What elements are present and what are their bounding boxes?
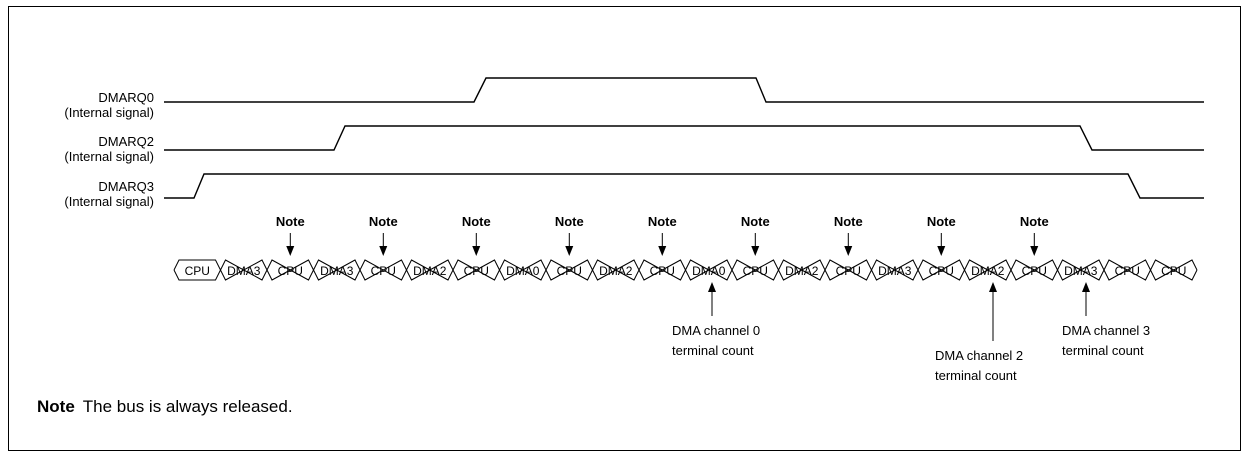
note-label: Note bbox=[462, 214, 491, 229]
note-label: Note bbox=[834, 214, 863, 229]
note-label: Note bbox=[648, 214, 677, 229]
signal-sub-dmarq2: (Internal signal) bbox=[64, 149, 154, 164]
note-arrow-head bbox=[1030, 246, 1039, 256]
bus-cycle-label: DMA0 bbox=[692, 264, 726, 278]
bus-cycle-label: CPU bbox=[1115, 264, 1140, 278]
note-label: Note bbox=[369, 214, 398, 229]
bus-cycle-label: CPU bbox=[185, 264, 210, 278]
note-arrow-head bbox=[844, 246, 853, 256]
tc2-arrow-head bbox=[989, 282, 997, 292]
note-label: Note bbox=[276, 214, 305, 229]
note-arrow-head bbox=[565, 246, 574, 256]
tc0-arrow-head bbox=[708, 282, 716, 292]
bus-cycle-label: CPU bbox=[1022, 264, 1047, 278]
bus-cycle-label: DMA2 bbox=[599, 264, 633, 278]
note-label: Note bbox=[555, 214, 584, 229]
bus-cycle-band: CPU DMA3 CPU DMA3 CPU DMA2 CPU DMA0 CPU DMA2 CPU DM… bbox=[173, 259, 1198, 281]
note-arrow-head bbox=[937, 246, 946, 256]
bus-cycle-label: DMA2 bbox=[785, 264, 819, 278]
tc0-label-line2: terminal count bbox=[672, 343, 754, 358]
note-label: Note bbox=[927, 214, 956, 229]
bus-cycle-label: CPU bbox=[371, 264, 396, 278]
note-arrow-head bbox=[286, 246, 295, 256]
footnote: Note The bus is always released. bbox=[37, 397, 293, 417]
signal-name-dmarq2: DMARQ2 bbox=[98, 134, 154, 149]
waveform-dmarq0 bbox=[164, 77, 1204, 103]
waveform-dmarq2 bbox=[164, 125, 1204, 151]
note-arrow-head bbox=[472, 246, 481, 256]
bus-cycle-label: DMA0 bbox=[506, 264, 540, 278]
footnote-label: Note bbox=[37, 397, 75, 416]
bus-cycle-label: CPU bbox=[743, 264, 768, 278]
note-arrow-head bbox=[751, 246, 760, 256]
note-arrow-head bbox=[379, 246, 388, 256]
bus-cycle-label: DMA3 bbox=[227, 264, 261, 278]
bus-cycle-label: CPU bbox=[836, 264, 861, 278]
tc2-label-line1: DMA channel 2 bbox=[935, 348, 1023, 363]
waveform-dmarq3 bbox=[164, 173, 1204, 199]
bus-cycle-label: DMA3 bbox=[878, 264, 912, 278]
signal-name-dmarq0: DMARQ0 bbox=[98, 90, 154, 105]
bus-cycle-label: CPU bbox=[929, 264, 954, 278]
tc3-label-line1: DMA channel 3 bbox=[1062, 323, 1150, 338]
signal-name-dmarq3: DMARQ3 bbox=[98, 179, 154, 194]
bus-cycle-label: DMA2 bbox=[413, 264, 447, 278]
diagram-frame bbox=[8, 6, 1241, 451]
bus-cycle-label: DMA3 bbox=[1064, 264, 1098, 278]
bus-cycle-label: CPU bbox=[1161, 264, 1186, 278]
note-label: Note bbox=[741, 214, 770, 229]
bus-cycle-label: CPU bbox=[464, 264, 489, 278]
bus-outline-b bbox=[173, 259, 1198, 281]
bus-cycle-label: CPU bbox=[278, 264, 303, 278]
tc2-label-line2: terminal count bbox=[935, 368, 1017, 383]
tc3-arrow-head bbox=[1082, 282, 1090, 292]
bus-cycle-label: CPU bbox=[557, 264, 582, 278]
bus-cycle-label: CPU bbox=[650, 264, 675, 278]
signal-sub-dmarq0: (Internal signal) bbox=[64, 105, 154, 120]
footnote-text: The bus is always released. bbox=[82, 397, 293, 416]
tc3-label-line2: terminal count bbox=[1062, 343, 1144, 358]
bus-cycle-label: DMA2 bbox=[971, 264, 1005, 278]
note-arrow-head bbox=[658, 246, 667, 256]
bus-cycle-label: DMA3 bbox=[320, 264, 354, 278]
note-label: Note bbox=[1020, 214, 1049, 229]
note-markers: Note Note Note Note Note Note Note Note Note bbox=[276, 214, 1049, 256]
tc0-label-line1: DMA channel 0 bbox=[672, 323, 760, 338]
signal-sub-dmarq3: (Internal signal) bbox=[64, 194, 154, 209]
